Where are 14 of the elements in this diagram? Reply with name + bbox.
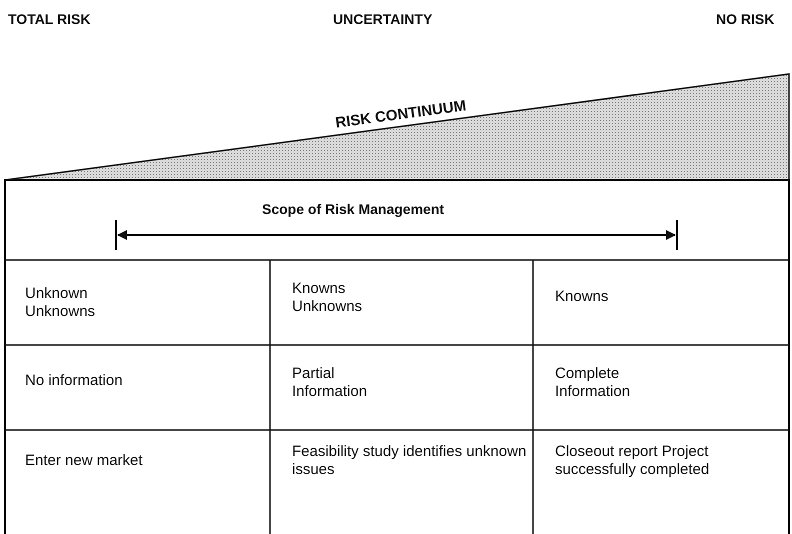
table-cell-text: Partial Information: [292, 365, 368, 401]
table-cell-text: Enter new market: [25, 452, 144, 470]
table-cell-text: Closeout report Project successfully completed: [555, 443, 710, 479]
scope-heading: Scope of Risk Management: [262, 200, 444, 218]
scale-end-heading: TOTAL RISK: [8, 10, 90, 28]
table-cell-text: Feasibility study identifies unknown issues: [292, 443, 527, 479]
scale-end-heading: NO RISK: [716, 10, 774, 28]
table-cell-text: Complete Information: [555, 365, 632, 401]
table-cell-text: No information: [25, 372, 124, 390]
table-cell-text: Knowns: [555, 288, 610, 306]
table-cell-text: Knowns Unknowns: [292, 280, 364, 316]
scale-middle-heading: UNCERTAINTY: [333, 10, 432, 28]
wedge-label: RISK CONTINUUM: [334, 97, 468, 133]
table-cell-text: Unknown Unknowns: [25, 285, 96, 321]
